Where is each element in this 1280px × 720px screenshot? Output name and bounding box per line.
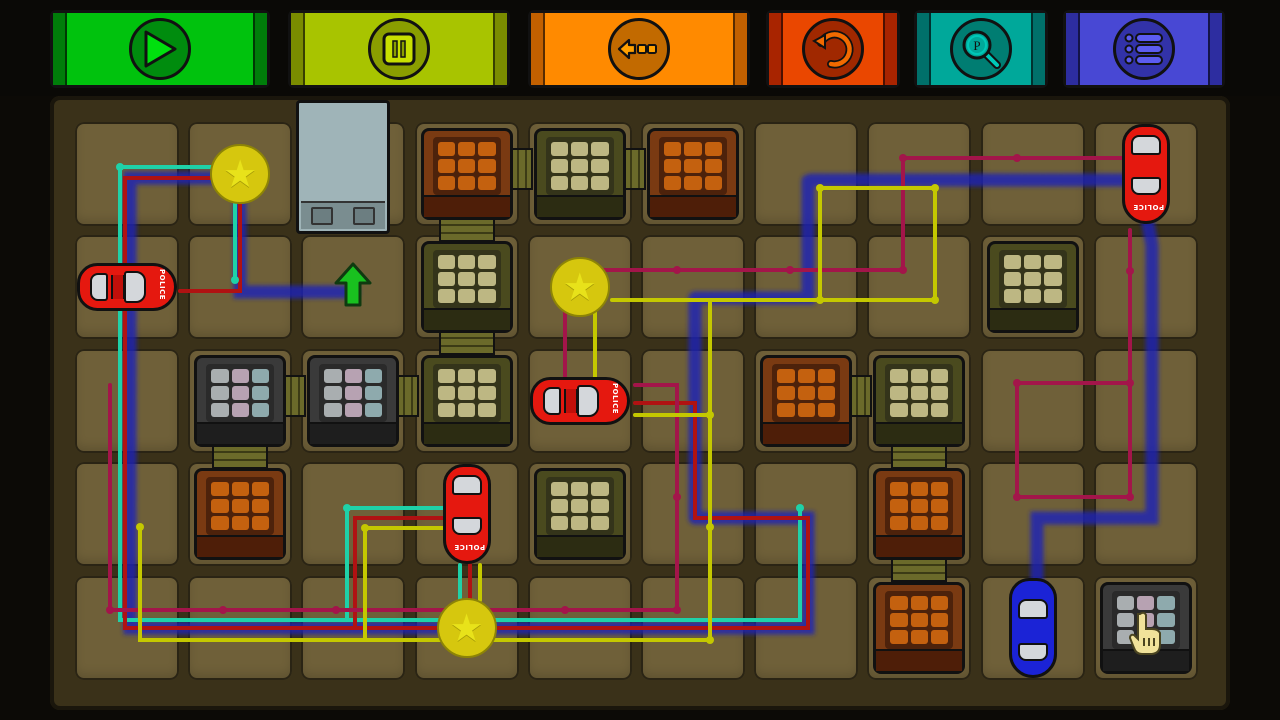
button-cap xyxy=(917,13,931,85)
board-cell[interactable] xyxy=(1093,348,1198,453)
player-car[interactable] xyxy=(1008,577,1057,678)
pause-button[interactable] xyxy=(288,10,510,88)
olive-crate-block[interactable] xyxy=(420,354,513,447)
star-coin: ★ xyxy=(210,144,271,204)
crate-link xyxy=(891,444,948,469)
orange-crate-block[interactable] xyxy=(760,354,853,447)
crate-link xyxy=(212,444,269,469)
crate-link xyxy=(848,374,873,417)
police-car[interactable]: POLICE xyxy=(77,263,177,312)
crate-link xyxy=(438,218,495,242)
board-cell[interactable] xyxy=(1093,462,1198,567)
board-cell[interactable] xyxy=(980,462,1085,567)
board-cell[interactable] xyxy=(754,122,859,226)
board-cell[interactable] xyxy=(867,235,972,340)
board-cell[interactable] xyxy=(980,348,1085,453)
board-cell[interactable] xyxy=(1093,235,1198,340)
orange-crate-block[interactable] xyxy=(873,581,966,674)
board-cell[interactable] xyxy=(641,575,745,680)
board-cell[interactable] xyxy=(188,235,293,340)
restart-icon xyxy=(802,18,864,80)
olive-crate-block[interactable] xyxy=(420,241,513,334)
crate-link xyxy=(438,331,495,356)
button-cap xyxy=(883,13,897,85)
grey-crate-block[interactable] xyxy=(307,354,400,447)
board-cell[interactable] xyxy=(527,575,632,680)
svg-text:P: P xyxy=(973,38,980,53)
button-cap xyxy=(1031,13,1045,85)
board-cell[interactable] xyxy=(980,122,1085,226)
board-cell[interactable] xyxy=(641,462,745,567)
police-car[interactable]: POLICE xyxy=(529,376,630,425)
garage-building xyxy=(296,100,391,234)
undo-button[interactable] xyxy=(528,10,750,88)
orange-crate-block[interactable] xyxy=(420,128,513,220)
star-coin: ★ xyxy=(549,257,610,318)
button-cap xyxy=(1066,13,1080,85)
board-cell[interactable] xyxy=(188,575,293,680)
board-cell[interactable] xyxy=(641,348,745,453)
board-cell[interactable] xyxy=(75,348,179,453)
play-icon xyxy=(129,18,191,80)
hand-pointer-icon xyxy=(1128,610,1168,666)
olive-crate-block[interactable] xyxy=(873,354,966,447)
crate-link xyxy=(621,148,646,190)
pause-icon xyxy=(368,18,430,80)
orange-crate-block[interactable] xyxy=(194,468,287,561)
button-cap xyxy=(769,13,783,85)
police-car[interactable]: POLICE xyxy=(442,464,491,565)
board-cell[interactable] xyxy=(301,575,406,680)
list-menu-icon xyxy=(1113,18,1175,80)
toolbar: P xyxy=(0,0,1280,96)
crate-link xyxy=(395,374,420,417)
board-cell[interactable] xyxy=(75,122,179,226)
board-cell[interactable] xyxy=(867,122,972,226)
grey-crate-block[interactable] xyxy=(194,354,287,447)
button-cap xyxy=(733,13,747,85)
board-cell[interactable] xyxy=(301,462,406,567)
board-cell[interactable] xyxy=(754,235,859,340)
board-cell[interactable] xyxy=(75,462,179,567)
hint-button[interactable]: P xyxy=(914,10,1048,88)
olive-crate-block[interactable] xyxy=(533,128,626,220)
button-cap xyxy=(531,13,545,85)
crate-link xyxy=(508,148,533,190)
exit-arrow-icon xyxy=(333,261,373,313)
board-cell[interactable] xyxy=(75,575,179,680)
crate-link xyxy=(891,558,948,583)
button-cap xyxy=(1208,13,1222,85)
olive-crate-block[interactable] xyxy=(986,241,1079,334)
board-cell[interactable] xyxy=(754,462,859,567)
crate-link xyxy=(282,374,307,417)
button-cap xyxy=(253,13,267,85)
olive-crate-block[interactable] xyxy=(533,468,626,561)
garage-doors xyxy=(301,201,386,229)
board-cell[interactable] xyxy=(754,575,859,680)
board-cell[interactable] xyxy=(641,235,745,340)
star-coin: ★ xyxy=(436,597,497,658)
magnifier-p-icon: P xyxy=(950,18,1012,80)
back-arrow-icon xyxy=(608,18,670,80)
play-button[interactable] xyxy=(50,10,270,88)
police-car[interactable]: POLICE xyxy=(1121,124,1170,224)
button-cap xyxy=(291,13,305,85)
button-cap xyxy=(493,13,507,85)
restart-button[interactable] xyxy=(766,10,900,88)
button-cap xyxy=(53,13,67,85)
orange-crate-block[interactable] xyxy=(647,128,739,220)
menu-button[interactable] xyxy=(1063,10,1225,88)
orange-crate-block[interactable] xyxy=(873,468,966,561)
